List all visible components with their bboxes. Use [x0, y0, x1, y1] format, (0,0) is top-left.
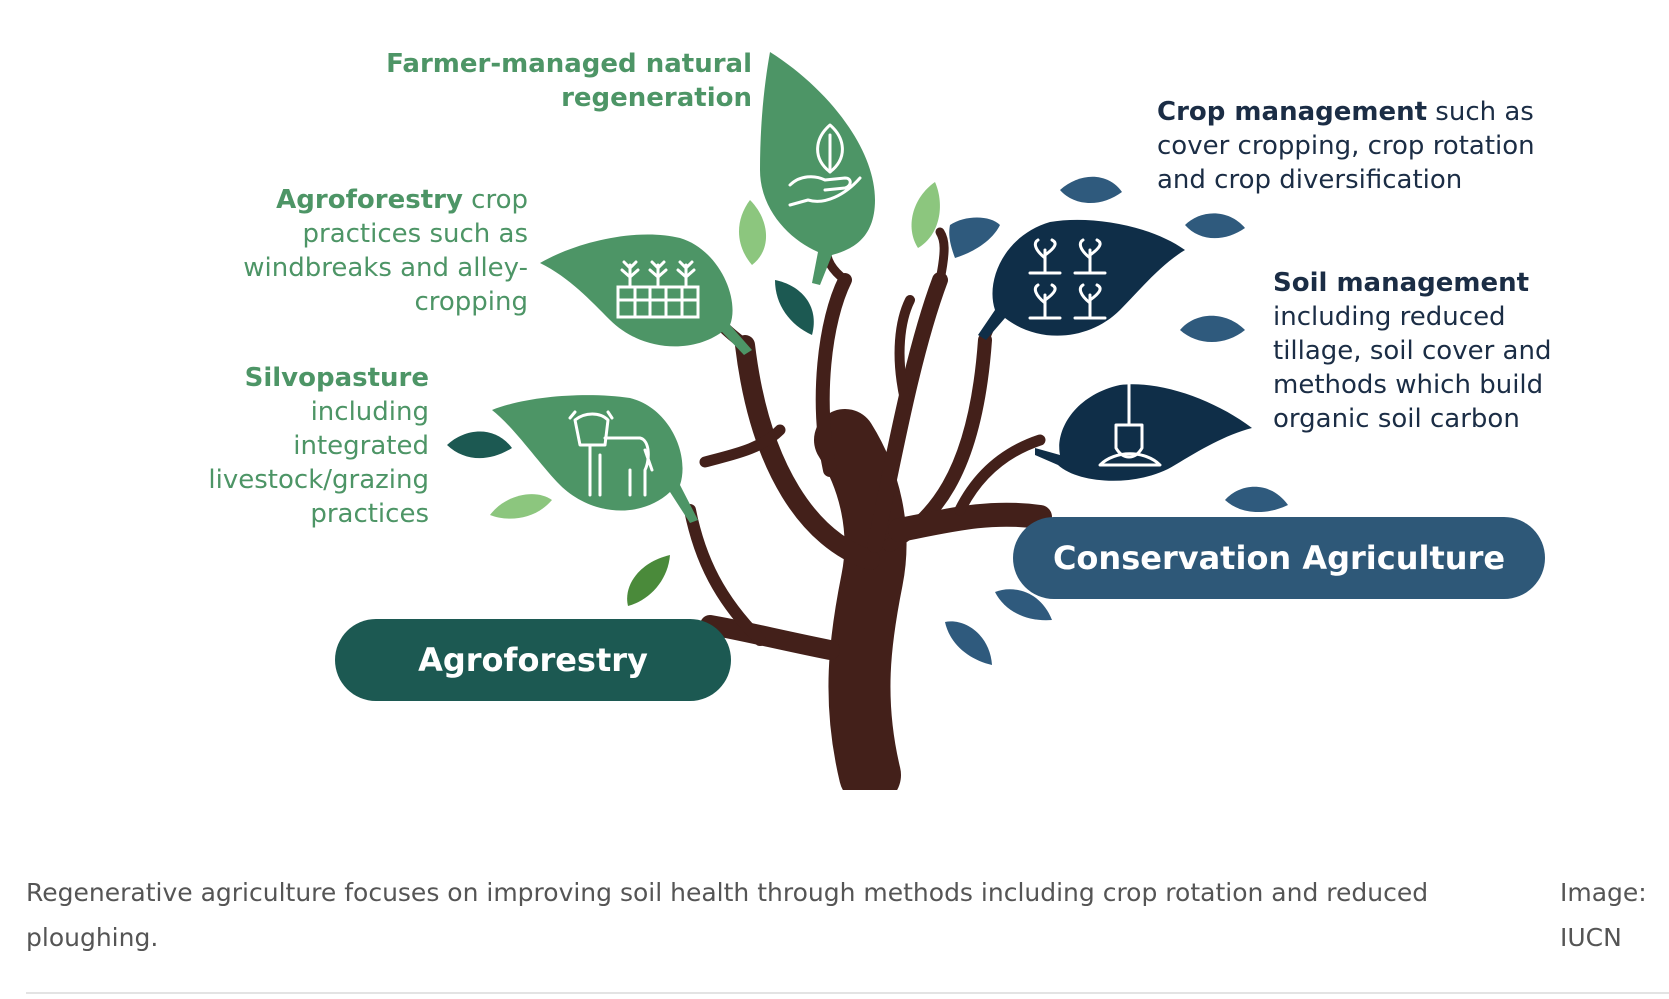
small-leaf: [911, 182, 940, 248]
small-leaf: [627, 555, 670, 606]
label-silvopasture-rest: including integrated livestock/grazing p…: [208, 397, 429, 529]
label-crop-management-rest: such as cover cropping, crop rotation an…: [1157, 97, 1535, 195]
label-fmnr: Farmer-managed natural regeneration: [360, 47, 752, 115]
tree-trunk: [684, 227, 1052, 806]
small-leaf: [738, 200, 767, 265]
divider: [26, 992, 1669, 994]
label-crop-management: Crop management such as cover cropping, …: [1157, 95, 1577, 197]
label-soil-management: Soil management including reduced tillag…: [1273, 266, 1573, 436]
small-leaf: [1185, 213, 1245, 239]
pill-agroforestry: Agroforestry: [335, 619, 731, 701]
label-agroforestry-crop-rest: crop practices such as windbreaks and al…: [243, 185, 528, 317]
tree-illustration: [447, 52, 1288, 806]
image-credit: Image: IUCN: [1560, 878, 1647, 952]
label-agroforestry-crop: Agroforestry crop practices such as wind…: [210, 183, 528, 319]
leaf-agroforestry-crop: [540, 234, 752, 355]
small-leaf: [1180, 315, 1245, 342]
label-fmnr-bold: Farmer-managed natural regeneration: [386, 49, 752, 113]
label-agroforestry-crop-bold: Agroforestry: [276, 185, 463, 215]
leaf-fmnr: [760, 52, 875, 285]
label-soil-management-rest: including reduced tillage, soil cover an…: [1273, 302, 1552, 434]
small-leaf: [1060, 176, 1122, 204]
label-silvopasture-bold: Silvopasture: [244, 363, 429, 393]
seedlings-icon: [1028, 238, 1107, 320]
pill-conservation-agriculture: Conservation Agriculture: [1013, 517, 1545, 599]
tree-diagram: Farmer-managed natural regeneration Agro…: [180, 47, 1577, 806]
small-leaf: [949, 217, 1000, 258]
small-leaf: [447, 431, 512, 459]
shovel-icon: [1098, 378, 1162, 467]
small-leaf: [995, 589, 1052, 621]
figure-caption: Regenerative agriculture focuses on impr…: [26, 878, 1429, 952]
label-crop-management-bold: Crop management: [1157, 97, 1428, 127]
hand-leaf-icon: [788, 123, 862, 207]
small-leaf: [490, 494, 552, 519]
small-leaf: [1225, 486, 1288, 513]
leaf-crop-management: [978, 219, 1185, 340]
plant-rows-icon: [616, 260, 700, 319]
small-leaf: [775, 280, 814, 335]
cow-icon: [568, 410, 654, 497]
label-silvopasture: Silvopasture including integrated livest…: [180, 361, 429, 531]
label-soil-management-bold: Soil management: [1273, 268, 1530, 298]
small-leaf: [945, 621, 992, 665]
